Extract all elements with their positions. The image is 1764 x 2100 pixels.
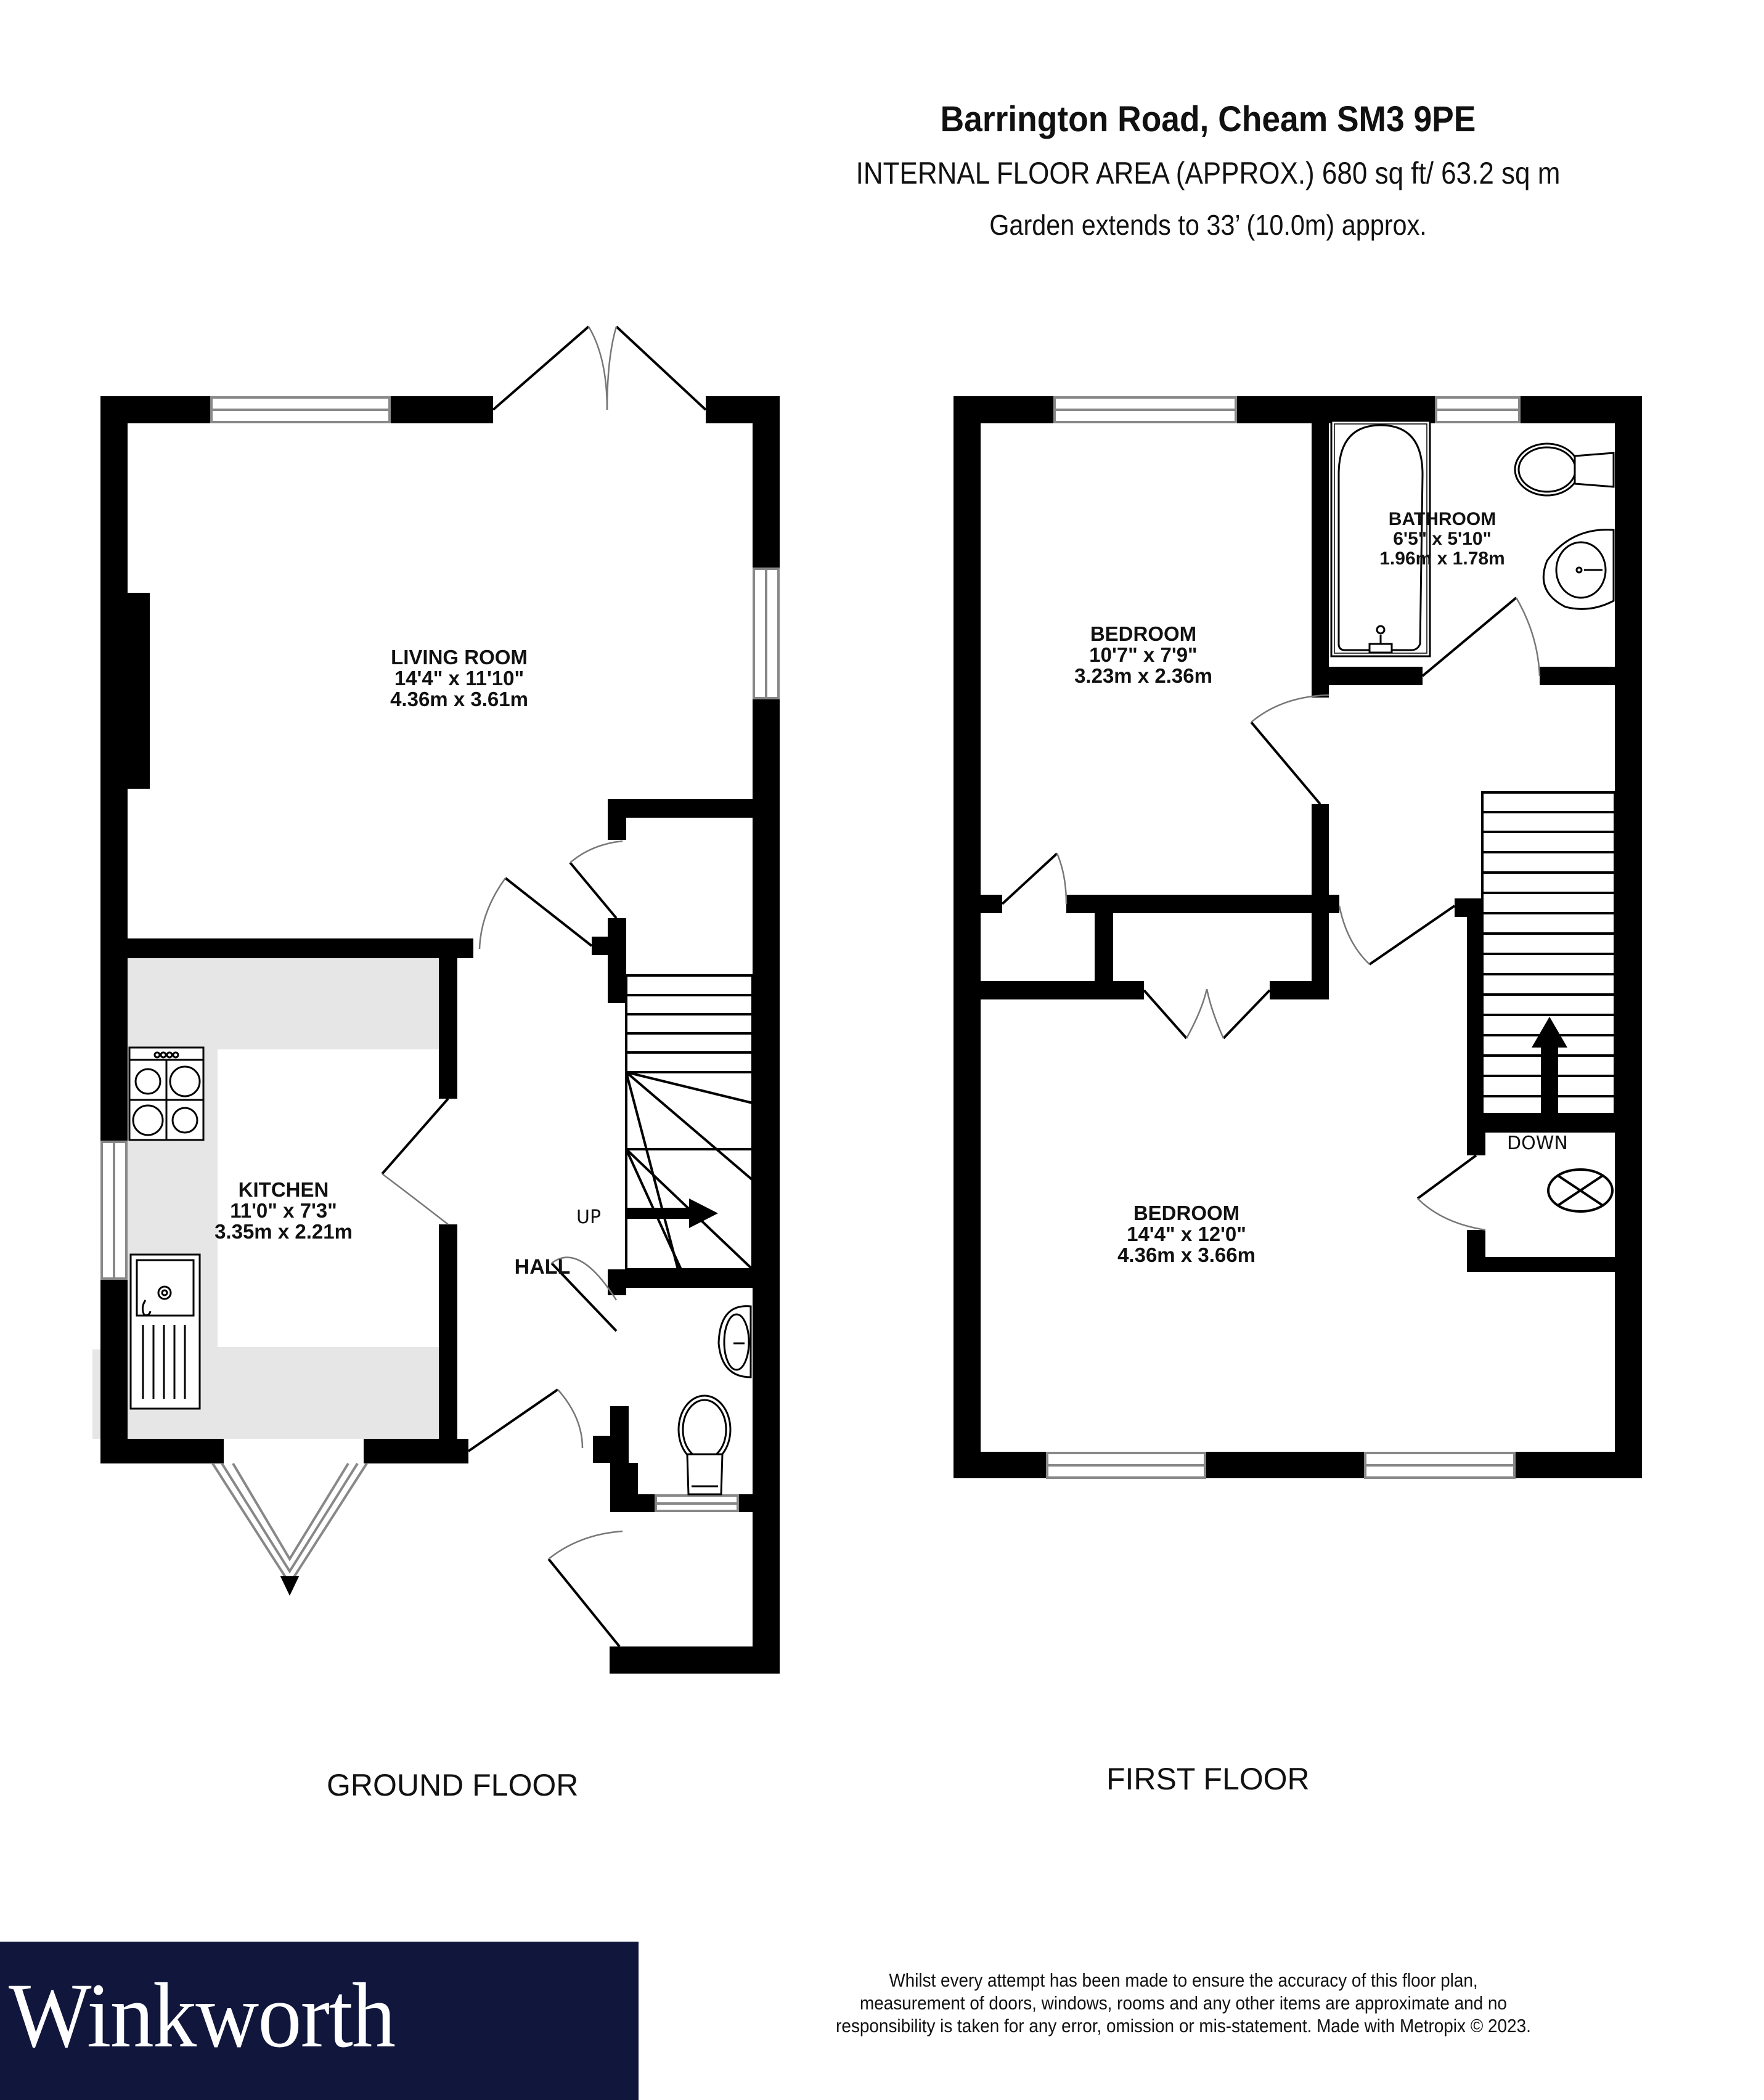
living-room-imperial: 14'4" x 11'10" [394, 667, 524, 690]
bedroom-small-imperial: 10'7" x 7'9" [1089, 643, 1197, 666]
bathroom-name: BATHROOM [1389, 509, 1496, 529]
sink-icon [129, 1253, 201, 1410]
bath-icon [1330, 420, 1431, 657]
brand-banner: Winkworth [0, 1942, 639, 2100]
doors [1001, 596, 1541, 1231]
first-floor-plan: DOWN BEDROOM 10'7" x 7'9" 3.23m x 2.36m [953, 396, 1642, 1479]
kitchen-imperial: 11'0" x 7'3" [230, 1199, 337, 1222]
stairs-up-arrow-icon [627, 1199, 718, 1228]
bathroom-imperial: 6'5" x 5'10" [1393, 529, 1492, 549]
disclaimer-line: responsibility is taken for any error, o… [836, 2015, 1531, 2037]
loft-hatch-icon [1547, 1168, 1614, 1213]
stairs-down-label: DOWN [1507, 1133, 1568, 1154]
bedroom-main-imperial: 14'4" x 12'0" [1127, 1223, 1246, 1245]
disclaimer: Whilst every attempt has been made to en… [801, 1969, 1566, 2037]
walls [100, 396, 780, 1674]
stairs-up-label: UP [576, 1207, 601, 1228]
disclaimer-line: Whilst every attempt has been made to en… [889, 1969, 1478, 1991]
bedroom-main-name: BEDROOM [1133, 1202, 1239, 1224]
stairs-down-arrow-icon [1532, 1017, 1567, 1114]
first-floor-label: FIRST FLOOR [1106, 1762, 1310, 1796]
garden-info: Garden extends to 33’ (10.0m) approx. [989, 209, 1427, 241]
toilet-icon [677, 1394, 732, 1496]
staircase-ground[interactable] [625, 974, 754, 1271]
living-room-name: LIVING ROOM [391, 646, 528, 669]
doors [381, 325, 707, 1648]
kitchen-metric: 3.35m x 2.21m [214, 1220, 353, 1243]
disclaimer-line: measurement of doors, windows, rooms and… [860, 1992, 1507, 2014]
ground-floor-label: GROUND FLOOR [327, 1768, 579, 1802]
hall-name: HALL [515, 1255, 571, 1279]
windows [1046, 396, 1521, 1479]
ground-floor-plan: LIVING ROOM 14'4" x 11'10" 4.36m x 3.61m… [92, 325, 780, 1674]
bedroom-small-metric: 3.23m x 2.36m [1074, 664, 1212, 687]
toilet-icon [1514, 442, 1615, 497]
kitchen-name: KITCHEN [239, 1178, 329, 1201]
bedroom-small-name: BEDROOM [1090, 622, 1196, 645]
bathroom-metric: 1.96m x 1.78m [1379, 548, 1505, 569]
basin-icon [717, 1305, 752, 1378]
bay-window [211, 1462, 368, 1596]
property-address: Barrington Road, Cheam SM3 9PE [940, 99, 1476, 139]
living-room-metric: 4.36m x 3.61m [390, 688, 528, 710]
windows [100, 396, 780, 1512]
walls [953, 396, 1642, 1478]
floor-area: INTERNAL FLOOR AREA (APPROX.) 680 sq ft/… [855, 156, 1561, 190]
hob-icon [128, 1046, 205, 1141]
basin-icon [1542, 529, 1615, 610]
bedroom-main-metric: 4.36m x 3.66m [1117, 1243, 1256, 1266]
brand-logo: Winkworth [9, 1964, 396, 2067]
